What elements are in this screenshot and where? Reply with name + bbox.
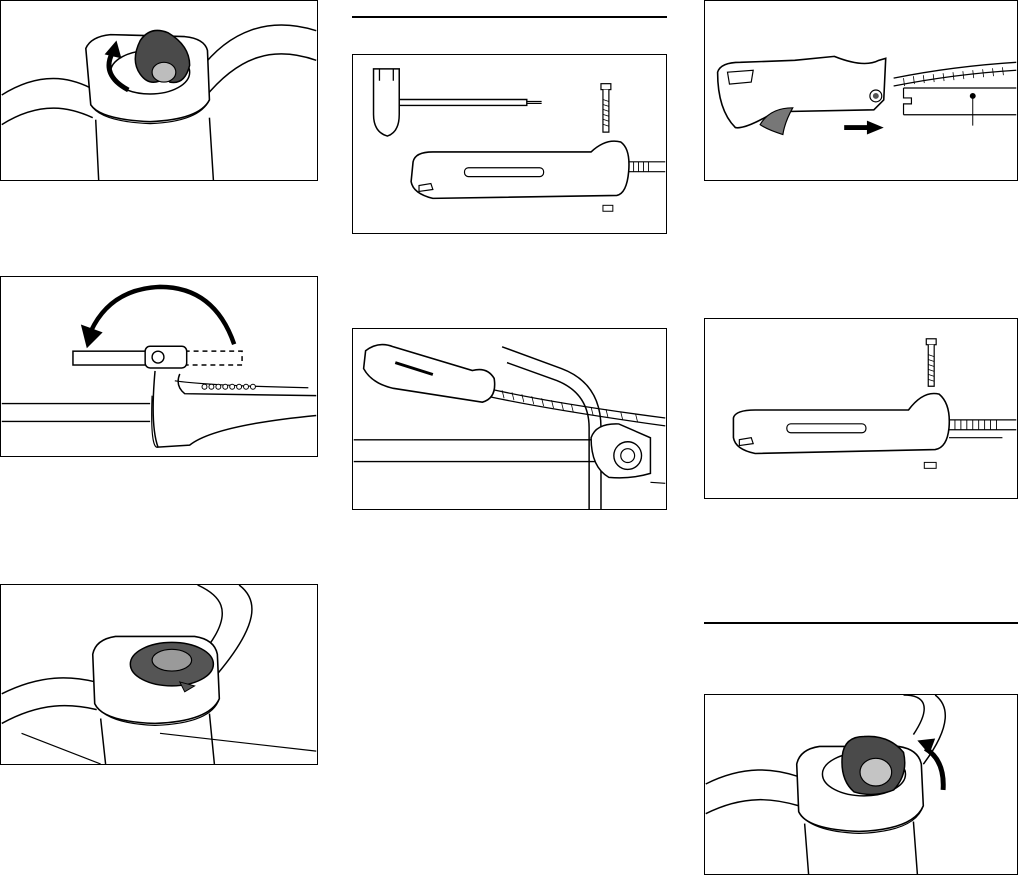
section-rule-1 <box>352 16 667 18</box>
handle-and-tools-illustration <box>353 55 666 233</box>
push-arrow-icon <box>844 121 884 135</box>
knob-top-view-illustration <box>1 585 317 764</box>
rotary-knob-icon <box>842 736 905 794</box>
handle-icon <box>411 141 629 198</box>
knob-loosen-illustration <box>1 1 317 180</box>
figure-knob-loosen <box>0 0 318 181</box>
control-handle-icon <box>718 56 886 134</box>
figure-handle-screw-mount <box>704 318 1018 499</box>
screw-icon <box>601 84 611 132</box>
knob-tighten-illustration <box>705 695 1017 874</box>
figure-handle-on-shaft <box>352 328 667 510</box>
figure-handle-and-tools <box>352 54 667 234</box>
screw-icon <box>926 339 936 386</box>
figure-control-handle-slide <box>704 0 1018 181</box>
section-rule-2 <box>704 622 1018 624</box>
figure-knob-top-view <box>0 584 318 765</box>
figure-knob-tighten <box>704 694 1018 875</box>
handle-icon <box>364 345 495 403</box>
figure-handlebar-swing <box>0 276 318 457</box>
handle-icon <box>733 394 949 454</box>
swing-arrow-icon <box>81 287 234 348</box>
handle-on-shaft-illustration <box>353 329 666 509</box>
wrench-icon <box>374 69 542 136</box>
handlebar-swing-illustration <box>1 277 317 456</box>
handle-screw-mount-illustration <box>705 319 1017 498</box>
control-handle-slide-illustration <box>705 1 1017 180</box>
